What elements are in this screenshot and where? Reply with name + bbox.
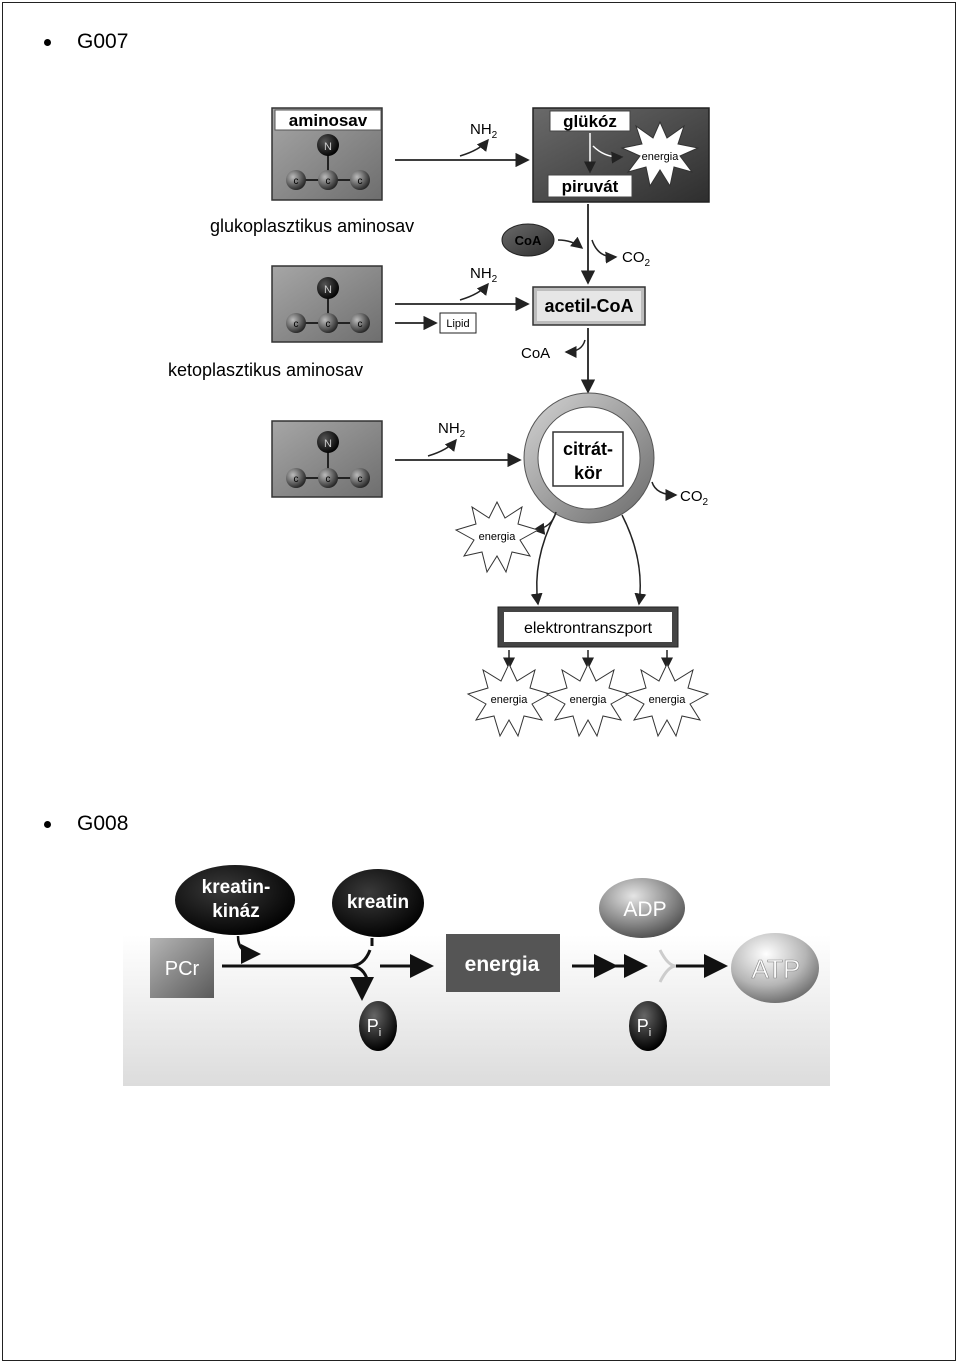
coa-label: CoA [515, 233, 542, 248]
carbon-atom-icon [286, 468, 306, 488]
section-g007-heading: G007 [44, 30, 128, 54]
section-label: G008 [77, 812, 129, 835]
energia-label: energia [642, 151, 680, 163]
kreatinkinaz-label-2: kináz [212, 901, 260, 922]
svg-text:c: c [294, 176, 299, 187]
lipid-label: Lipid [446, 318, 469, 330]
svg-text:N: N [324, 438, 332, 450]
energy-burst-icon [454, 500, 540, 574]
nitrogen-atom-icon [317, 277, 339, 299]
acetil-coa-label: acetil-CoA [544, 296, 633, 316]
lipid-box [439, 312, 477, 334]
energia-box [446, 934, 560, 992]
svg-text:c: c [326, 474, 331, 485]
aminosav-title: aminosav [289, 111, 368, 130]
energia-label: energia [479, 531, 517, 543]
svg-text:c: c [326, 176, 331, 187]
energia-label: energia [491, 694, 529, 706]
svg-text:c: c [358, 474, 363, 485]
pi-label: Pi [637, 1016, 651, 1039]
bullet-icon [44, 820, 51, 828]
co2-label: CO2 [680, 488, 709, 508]
kreatin-molecule [332, 869, 424, 937]
carbon-atom-icon [318, 468, 338, 488]
svg-text:c: c [326, 319, 331, 330]
carbon-atom-icon [286, 313, 306, 333]
piruvat-label: piruvát [562, 177, 619, 196]
ketoplasztikus-label: ketoplasztikus aminosav [168, 360, 363, 380]
glukoz-label: glükóz [563, 112, 617, 131]
amino-acid-panel-3: N c c c [271, 420, 383, 498]
amino-acid-panel-2: N c c c [271, 265, 383, 343]
carbon-atom-icon [286, 170, 306, 190]
svg-text:N: N [324, 284, 332, 296]
nitrogen-atom-icon [317, 431, 339, 453]
adp-label: ADP [623, 898, 666, 921]
atp-molecule [731, 933, 819, 1003]
energia-label: energia [465, 953, 540, 976]
kreatinkinaz-enzyme [175, 865, 295, 935]
citrat-kor-cycle: citrát- kör [523, 392, 655, 524]
section-label: G007 [77, 30, 129, 53]
pcr-box [150, 938, 214, 998]
g008-diagram: kreatin- kináz kreatin PCr Pi energia AD… [123, 865, 830, 1086]
pi-phosphate-icon [629, 1001, 667, 1051]
kreatin-label: kreatin [347, 892, 409, 913]
svg-text:c: c [294, 474, 299, 485]
energia-label: energia [649, 694, 687, 706]
svg-text:c: c [358, 319, 363, 330]
nitrogen-atom-icon [317, 134, 339, 156]
kor-label: kör [574, 463, 602, 483]
energy-burst-icon [466, 662, 552, 738]
svg-text:c: c [358, 176, 363, 187]
energy-burst-icon [624, 662, 710, 738]
nh2-release-arrow [459, 138, 489, 157]
atp-label: ATP [752, 954, 801, 984]
kreatinkinaz-label-1: kreatin- [202, 877, 271, 898]
carbon-atom-icon [350, 468, 370, 488]
carbon-atom-icon [350, 170, 370, 190]
bullet-icon [44, 38, 51, 46]
energy-burst-icon [545, 662, 631, 738]
pi-label: Pi [367, 1016, 381, 1039]
carbon-atom-icon [318, 170, 338, 190]
glukoz-piruvat-panel: glükóz piruvát energia [532, 107, 710, 203]
svg-text:c: c [294, 319, 299, 330]
coa-out-label: CoA [521, 345, 550, 362]
pi-phosphate-icon [359, 1001, 397, 1051]
carbon-atom-icon [350, 313, 370, 333]
coa-molecule-icon [501, 223, 555, 257]
amino-acid-panel-1: aminosav N c c c [271, 107, 383, 201]
carbon-atom-icon [318, 313, 338, 333]
energy-burst-icon [620, 120, 700, 188]
nh2-label: NH2 [470, 265, 498, 285]
energia-label: energia [570, 694, 608, 706]
glukoplasztikus-label: glukoplasztikus aminosav [210, 216, 414, 236]
svg-text:N: N [324, 141, 332, 153]
adp-molecule [599, 878, 685, 938]
co2-label: CO2 [622, 249, 651, 269]
citrat-label: citrát- [563, 439, 613, 459]
pcr-label: PCr [165, 958, 200, 980]
section-g008-heading: G008 [44, 812, 128, 836]
nh2-label: NH2 [438, 420, 466, 440]
g007-diagram: aminosav N c c c NH2 glükóz piruvát ener… [168, 107, 710, 738]
nh2-label: NH2 [470, 121, 498, 141]
elektrontranszport-label: elektrontranszport [524, 620, 653, 637]
